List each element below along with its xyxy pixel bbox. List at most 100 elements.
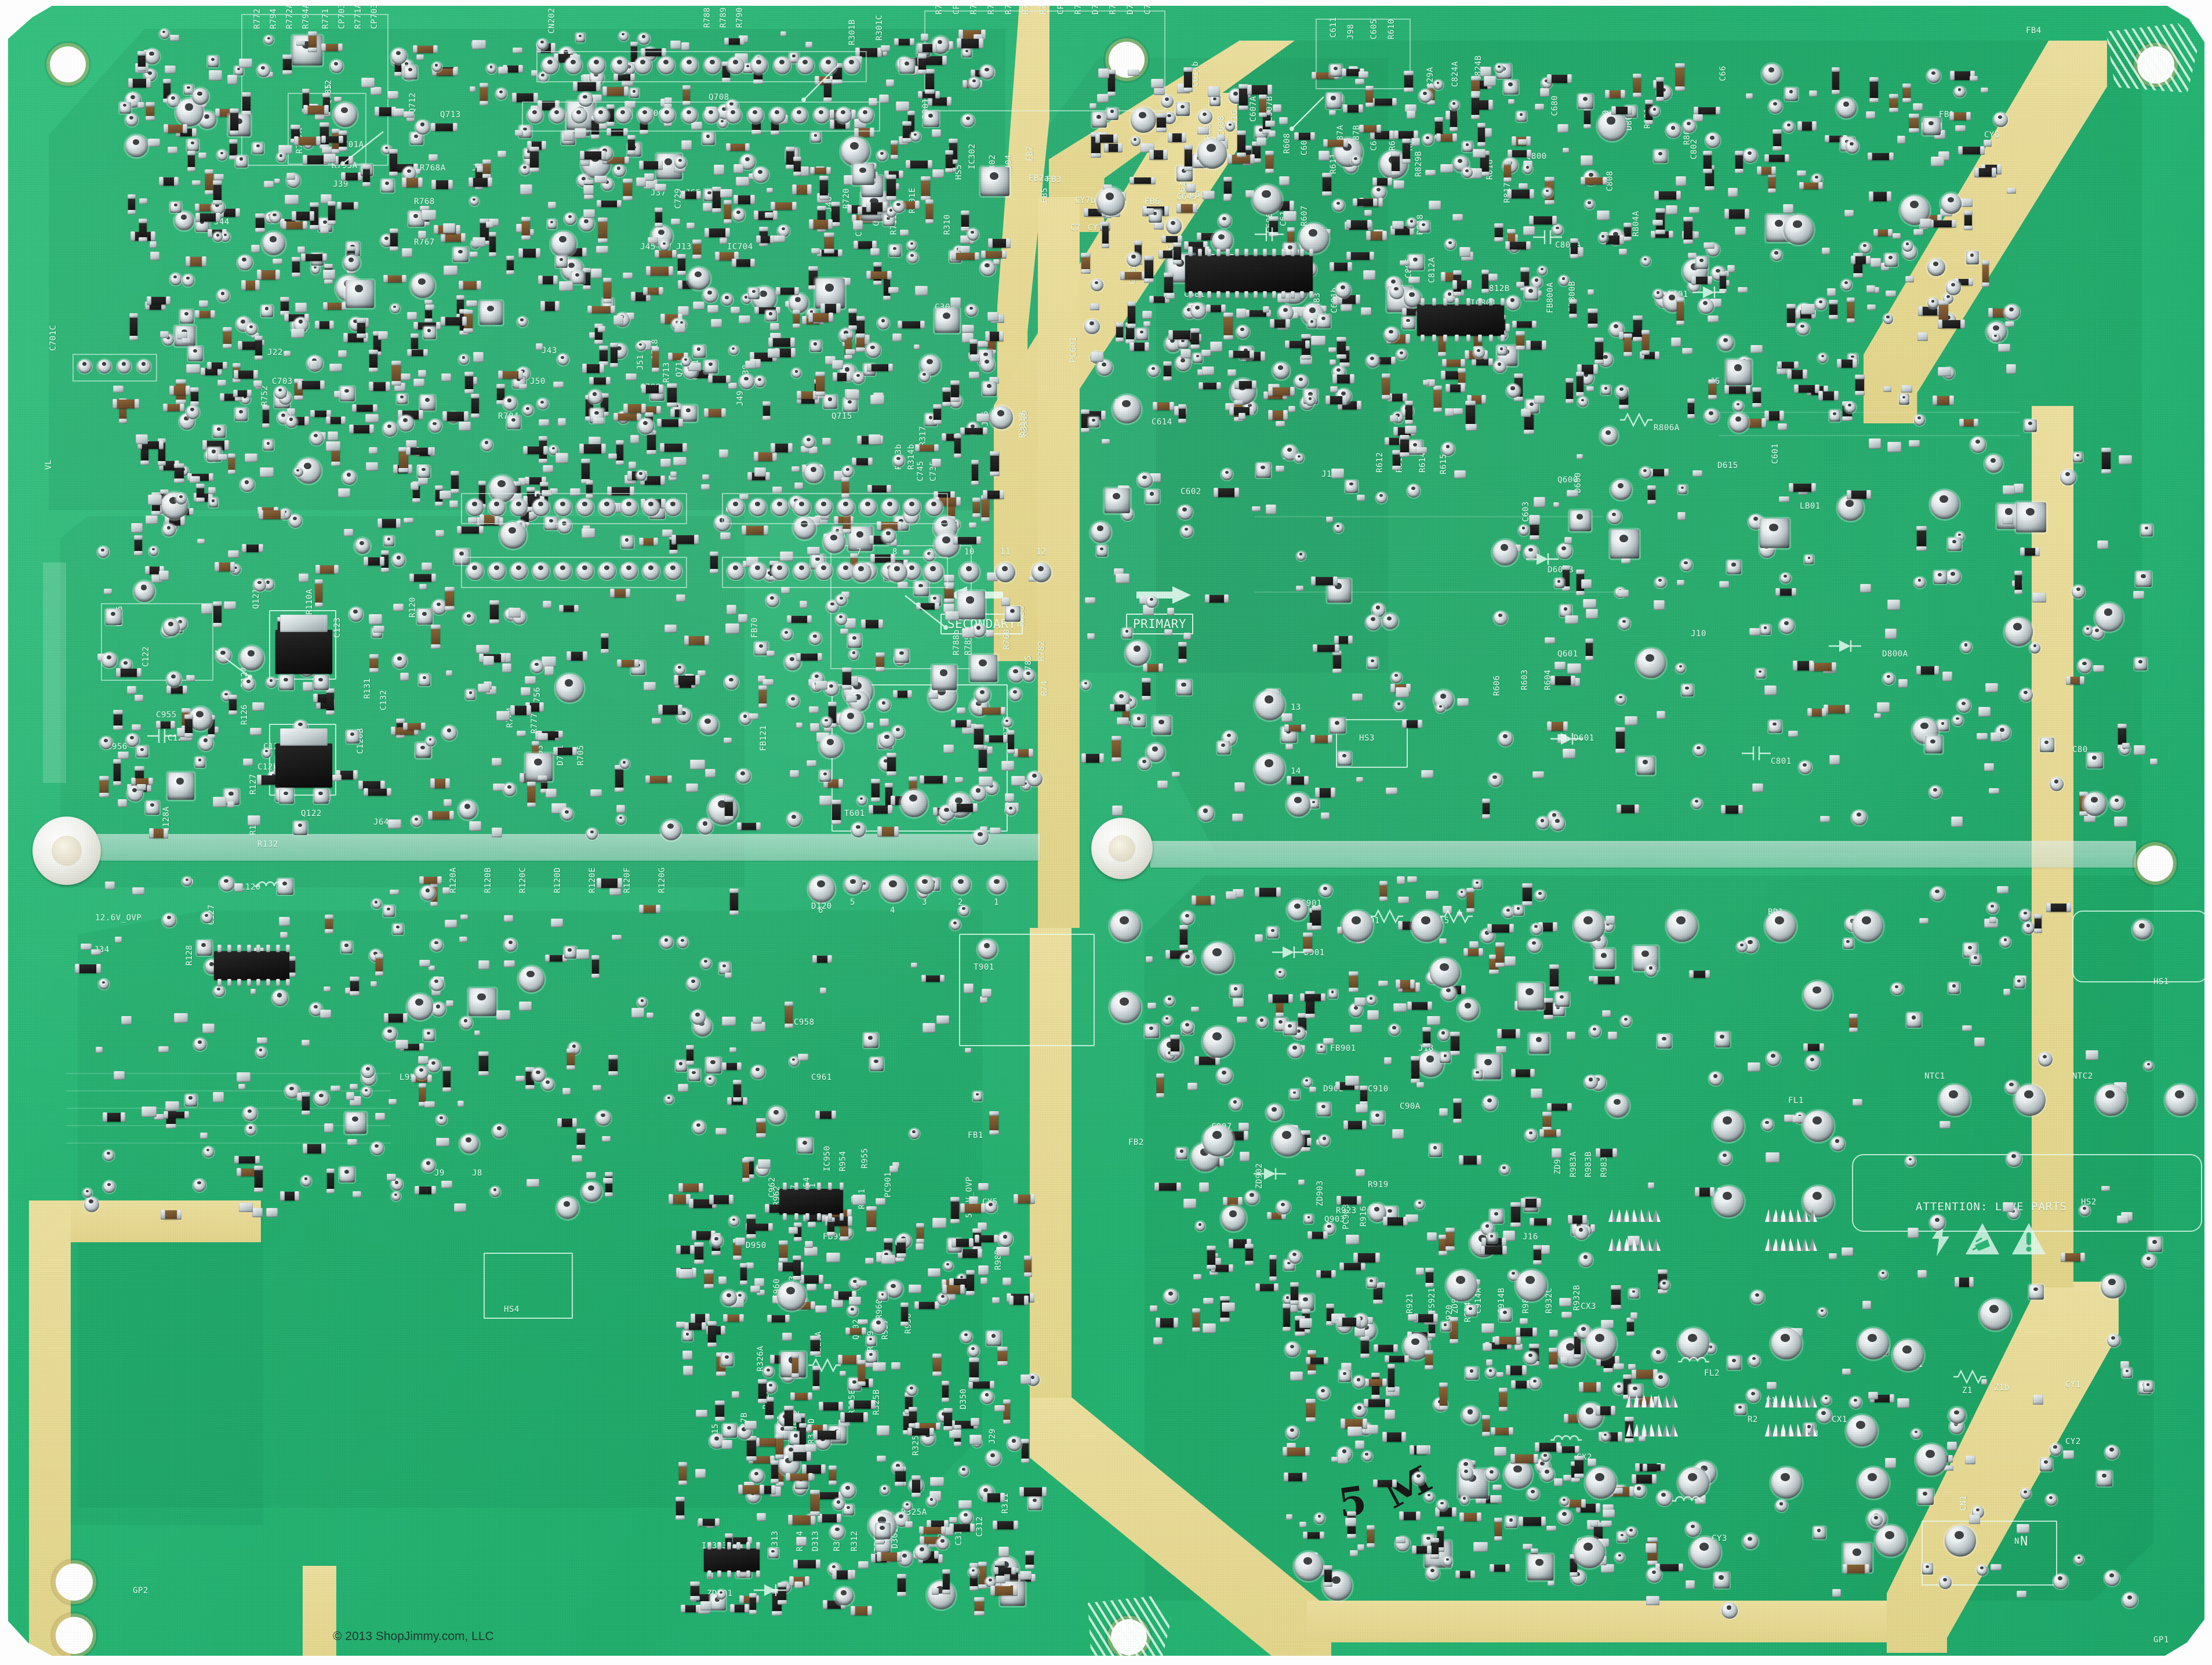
solder-pad — [1294, 454, 1303, 463]
smd-resistor — [170, 686, 184, 694]
smd-pad — [1346, 220, 1351, 228]
smd-pad — [1311, 576, 1316, 586]
smd-pad — [951, 1238, 956, 1247]
smd-resistor — [951, 1200, 959, 1220]
silkscreen-ref-r804a: R804A — [1632, 211, 1641, 237]
smd-pad — [844, 355, 852, 360]
smd-pad — [1507, 229, 1516, 234]
silkscreen-ref-r790: R790 — [735, 7, 744, 28]
silkscreen-ref-fb4: FB4 — [2026, 26, 2042, 35]
smd-pad — [1691, 276, 1696, 285]
smd-pad — [174, 463, 184, 468]
solder-pad — [811, 132, 821, 143]
smd-capacitor — [319, 565, 335, 574]
smd-pad — [1193, 204, 1197, 213]
solder-pad — [823, 531, 845, 553]
smd-land — [324, 986, 330, 992]
smd-pad — [1110, 704, 1114, 712]
smd-pad — [851, 1606, 855, 1616]
smd-pad — [1006, 238, 1011, 248]
smd-capacitor — [849, 1328, 863, 1335]
smd-resistor — [326, 692, 335, 712]
solder-pad — [263, 440, 274, 450]
smd-pad — [1184, 145, 1193, 150]
smd-pad — [876, 652, 885, 657]
solder-pad — [1923, 118, 1940, 135]
smd-land — [881, 1255, 895, 1264]
smd-land — [720, 189, 732, 198]
smd-pad — [1343, 104, 1347, 113]
smd-pad — [1547, 74, 1552, 84]
solder-pad — [636, 470, 646, 481]
smd-resistor — [1298, 133, 1312, 140]
smd-pad — [255, 228, 265, 233]
smd-capacitor — [1953, 113, 1967, 120]
smd-pad — [1392, 466, 1401, 470]
smd-pad — [1104, 143, 1109, 153]
smd-pad — [659, 384, 663, 394]
solder-pad — [1418, 221, 1430, 233]
smd-land — [1534, 396, 1545, 404]
smd-land — [466, 300, 477, 307]
smd-land — [273, 259, 282, 264]
smd-pad — [707, 1343, 717, 1347]
silkscreen-ref-c601: C601 — [1771, 443, 1780, 464]
smd-land — [443, 223, 455, 233]
smd-resistor — [979, 749, 987, 770]
smd-land — [1330, 360, 1336, 365]
smd-pad — [357, 318, 366, 323]
smd-pad — [1405, 401, 1413, 405]
smd-capacitor — [812, 313, 830, 322]
smd-pad — [750, 195, 755, 205]
smd-pad — [674, 675, 678, 685]
smd-pad — [1029, 749, 1033, 757]
solder-pad — [781, 629, 793, 640]
smd-land — [537, 775, 547, 781]
smd-land — [636, 177, 646, 187]
smd-pad — [1322, 191, 1332, 196]
smd-capacitor — [707, 409, 722, 418]
smd-pad — [1633, 315, 1643, 320]
smd-land — [286, 173, 295, 180]
solder-pad — [704, 360, 718, 374]
smd-land — [295, 303, 307, 313]
smd-pad — [449, 811, 454, 820]
solder-pad — [159, 29, 169, 39]
smd-land — [418, 231, 426, 238]
smd-pad — [233, 390, 238, 397]
smd-land — [96, 1047, 102, 1053]
smd-pad — [235, 208, 240, 217]
smd-pad — [1285, 319, 1290, 328]
smd-pad — [836, 303, 841, 314]
smd-resistor — [175, 467, 184, 480]
smd-pad — [882, 202, 887, 212]
smd-land — [150, 241, 157, 248]
silkscreen-ref-r782: R782 — [1037, 640, 1047, 661]
smd-pad — [1405, 334, 1410, 344]
smd-land — [251, 245, 260, 253]
smd-pad — [489, 232, 496, 237]
smd-pad — [1216, 382, 1221, 390]
smd-capacitor — [973, 501, 980, 514]
smd-land — [127, 686, 136, 694]
smd-pad — [228, 710, 237, 715]
smd-capacitor — [922, 1527, 942, 1534]
smd-pad — [158, 461, 166, 466]
smd-pad — [506, 270, 514, 275]
solder-pad — [1946, 280, 1960, 295]
smd-pad — [1445, 384, 1450, 393]
smd-land — [1181, 349, 1191, 358]
smd-capacitor — [776, 1438, 783, 1455]
smd-pad — [759, 227, 768, 231]
smd-pad — [750, 259, 755, 267]
smd-pad — [983, 427, 987, 435]
smd-land — [1329, 110, 1336, 115]
smd-capacitor — [228, 457, 235, 471]
smd-pad — [742, 1178, 750, 1182]
smd-land — [1232, 814, 1243, 822]
smd-capacitor — [1434, 389, 1441, 409]
smd-pad — [837, 1514, 841, 1523]
solder-pad — [1212, 230, 1233, 252]
smd-resistor — [946, 154, 953, 169]
smd-resistor — [1530, 341, 1543, 350]
